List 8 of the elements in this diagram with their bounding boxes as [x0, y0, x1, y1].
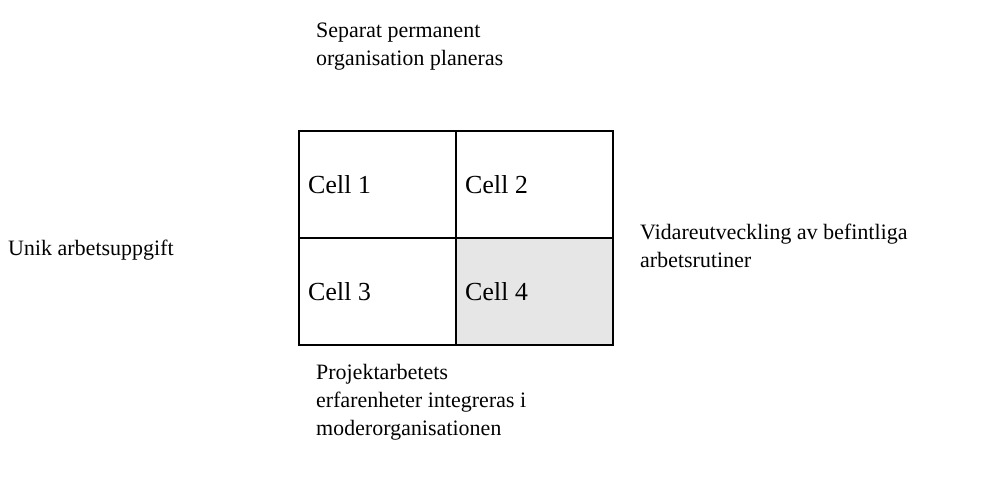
axis-label: Separat permanent organisation planeras	[316, 16, 504, 72]
matrix-cell: Cell 2	[455, 130, 614, 239]
axis-label: Vidareutveckling av befintliga arbetsrutiner	[640, 218, 908, 274]
matrix-cell: Cell 4	[455, 237, 614, 346]
axis-label: Projektarbetets erfarenheter integreras i moderorganisationen	[316, 358, 528, 442]
axis-label: Unik arbetsuppgift	[8, 234, 175, 262]
matrix-cell: Cell 3	[298, 237, 457, 346]
matrix-cell: Cell 1	[298, 130, 457, 239]
